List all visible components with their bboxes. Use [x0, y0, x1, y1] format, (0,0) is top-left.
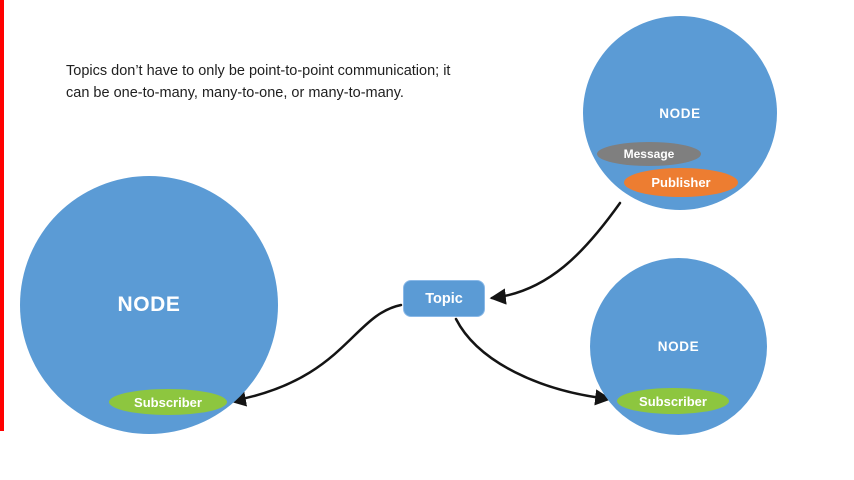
- subscriber-pill-right-label: Subscriber: [639, 393, 707, 409]
- message-pill-label: Message: [623, 147, 675, 161]
- topic-box-label: Topic: [425, 290, 463, 307]
- subscriber-pill-left-label: Subscriber: [134, 394, 202, 410]
- node-left-label: NODE: [117, 293, 181, 316]
- red-accent-line: [0, 0, 4, 431]
- caption-line-1: Topics don’t have to only be point-to-po…: [66, 63, 451, 79]
- node-top-right-label: NODE: [659, 105, 701, 121]
- arrow-topic-to-right-subscriber: [454, 317, 612, 406]
- publisher-pill-label: Publisher: [651, 175, 711, 190]
- subscriber-pill-left: Subscriber: [109, 389, 227, 415]
- message-pill: Message: [597, 142, 701, 166]
- caption-line-2: can be one-to-many, many-to-one, or many…: [66, 85, 404, 101]
- node-bottom-right-label: NODE: [657, 339, 700, 354]
- subscriber-pill-right: Subscriber: [617, 388, 729, 414]
- topic-box: Topic: [403, 280, 485, 317]
- publisher-pill: Publisher: [624, 168, 738, 197]
- caption-text: Topics don’t have to only be point-to-po…: [66, 60, 450, 104]
- arrow-publisher-to-topic: [489, 201, 622, 305]
